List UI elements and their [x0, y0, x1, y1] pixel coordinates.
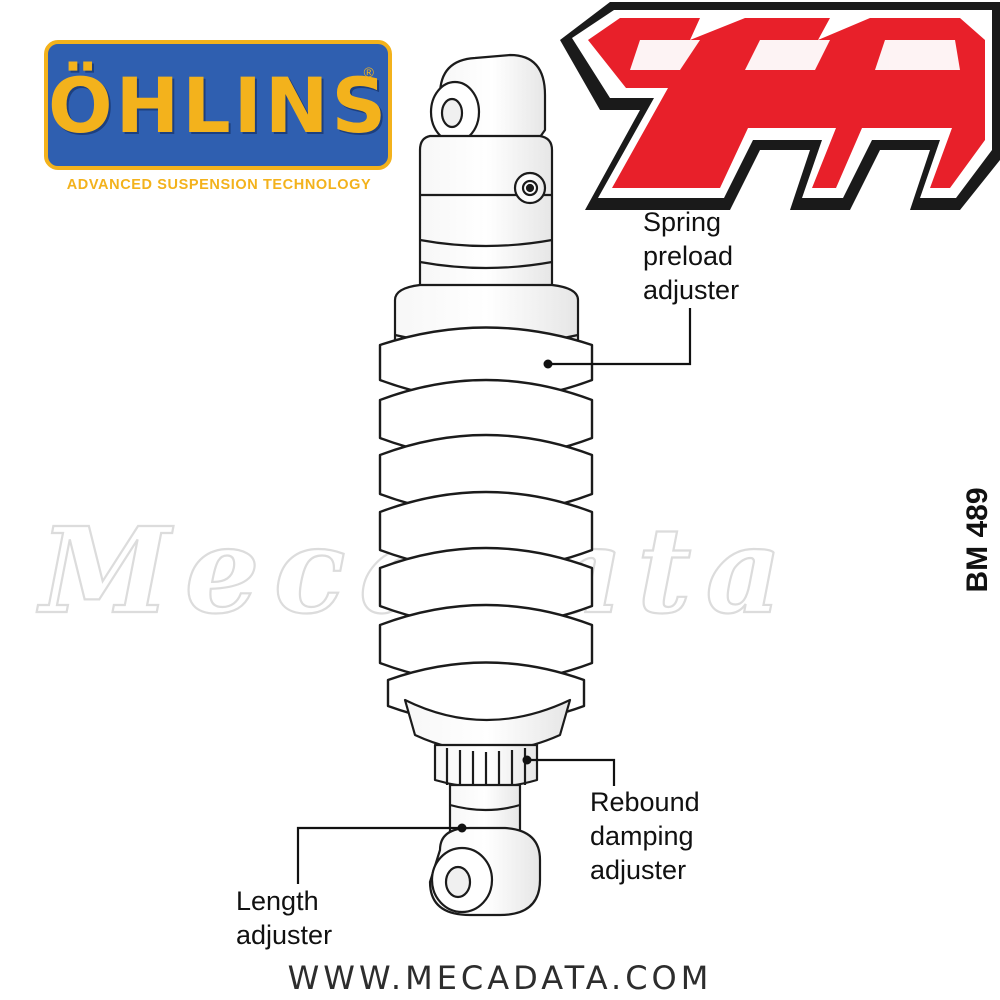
rebound-damping-line-2: damping	[590, 821, 694, 851]
product-code: BM 489	[961, 487, 994, 593]
rebound-damping-adjuster-label: Rebound damping adjuster	[590, 785, 700, 887]
length-adjuster-label: Length adjuster	[236, 884, 332, 952]
ohlins-tagline: ADVANCED SUSPENSION TECHNOLOGY	[66, 177, 372, 193]
spring-preload-line-1: Spring	[643, 207, 722, 237]
ohlins-registered-mark: ®	[363, 64, 374, 80]
rebound-leader	[527, 758, 616, 786]
callout-leaders	[296, 308, 692, 884]
length-adjuster-line-2: adjuster	[236, 920, 333, 950]
ohlins-logo: ÖHLINS ®	[44, 40, 392, 170]
length-leader	[296, 826, 462, 884]
website-url: WWW.MECADATA.COM	[287, 959, 713, 997]
spring-coils	[378, 326, 594, 726]
length-adjuster-line-1: Length	[236, 886, 319, 916]
ohlins-wordmark: ÖHLINS	[48, 61, 390, 150]
spring-preload-leader	[548, 308, 692, 366]
spring-preload-line-2: preload	[643, 241, 734, 271]
spring-preload-line-3: adjuster	[643, 275, 740, 305]
rebound-damping-line-1: Rebound	[590, 787, 700, 817]
spring-preload-adjuster-label: Spring preload adjuster	[643, 205, 739, 307]
rebound-damping-line-3: adjuster	[590, 855, 687, 885]
